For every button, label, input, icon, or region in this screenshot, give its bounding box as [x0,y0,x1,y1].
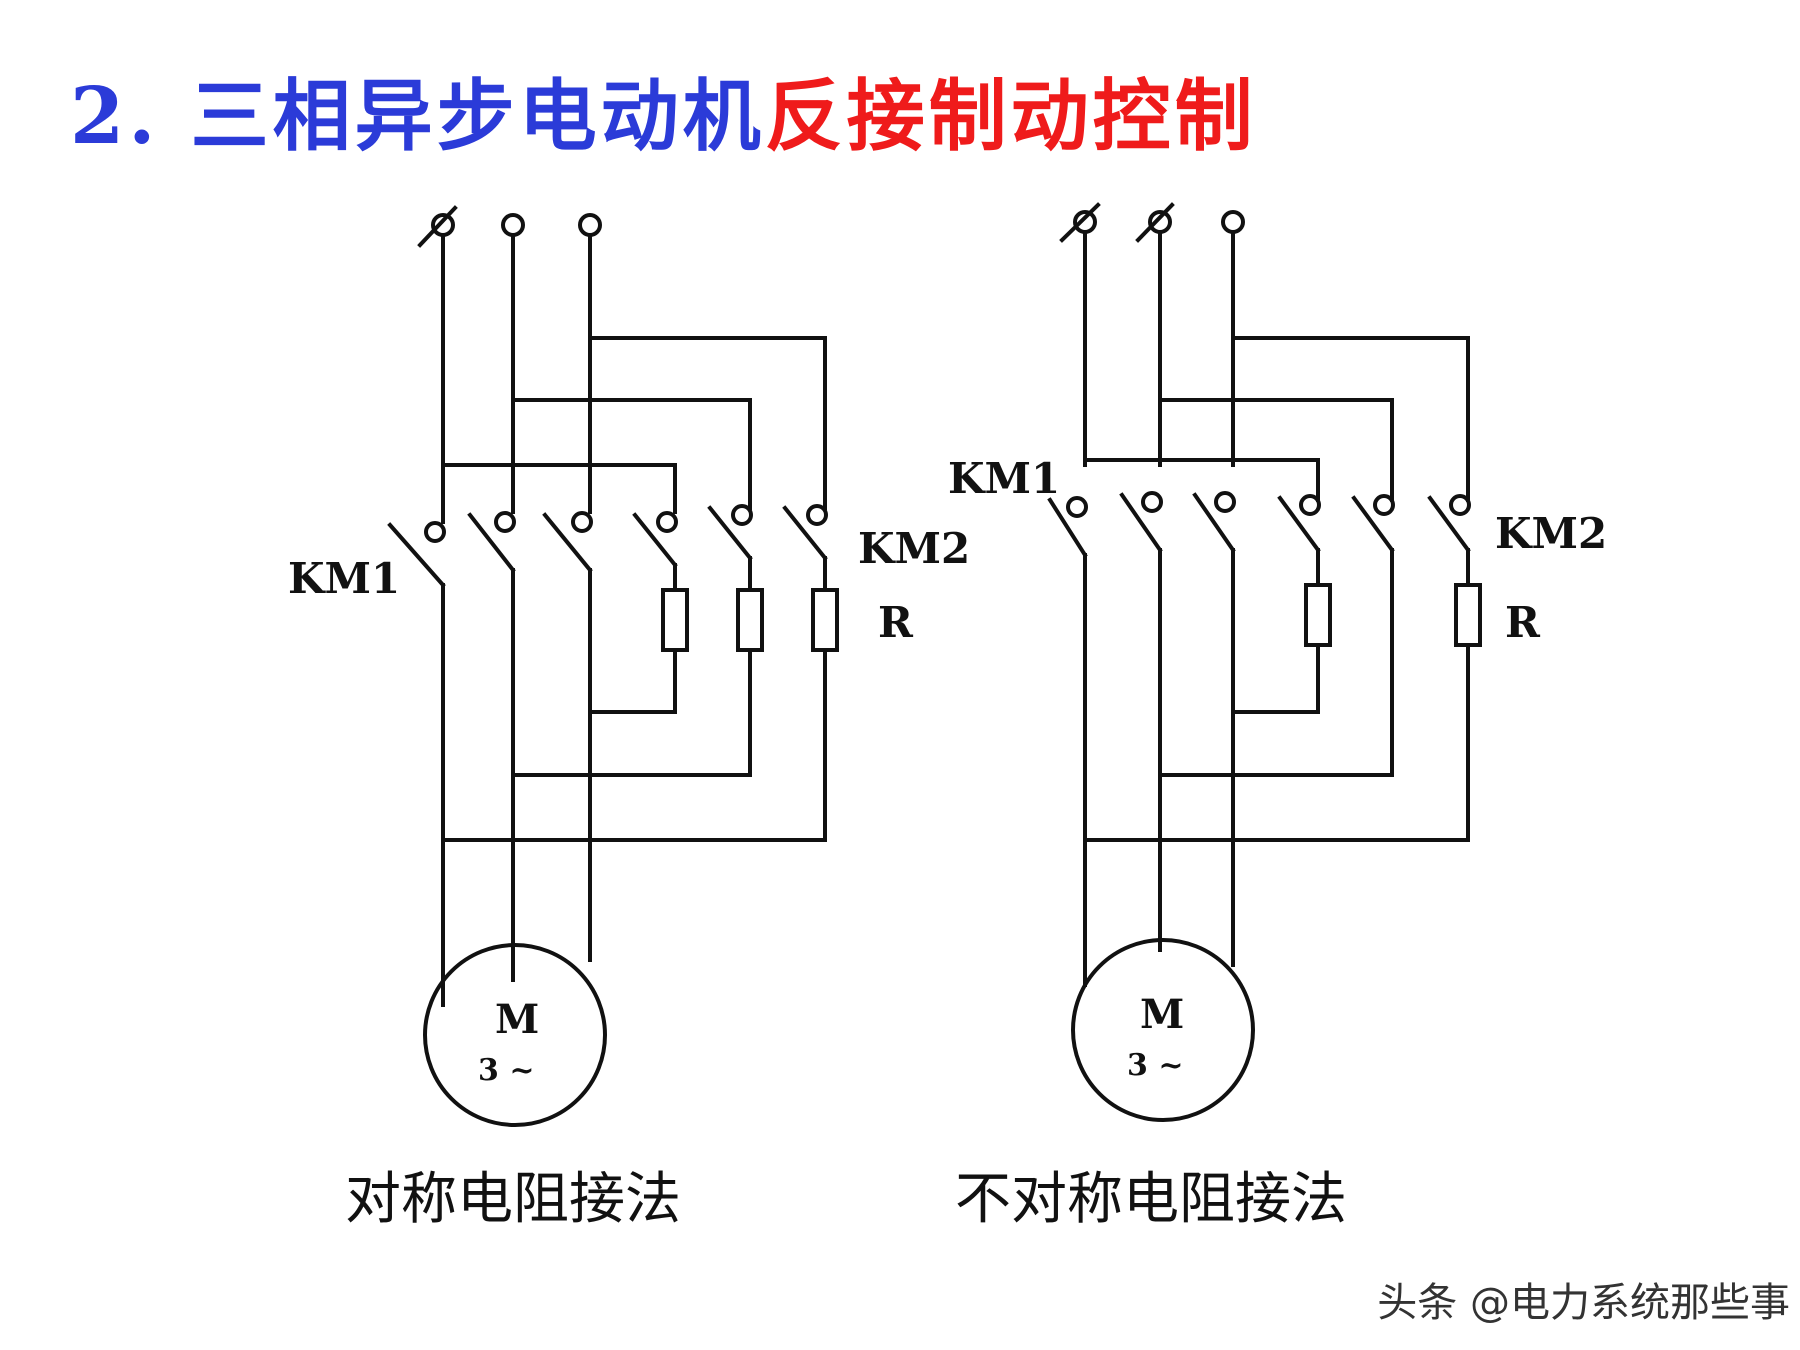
left-caption: 对称电阻接法 [345,1167,681,1232]
right-phase-lines [1083,230,1235,467]
right-motor-label: M [1140,991,1184,1038]
right-supply-terminals [1059,202,1245,243]
left-km2-contacts [632,503,828,568]
right-diagram [1047,202,1482,1122]
title-prefix: 2. 三相异步电动机 [70,71,765,162]
right-return-buses [1083,710,1470,842]
left-motor-label: M [495,996,539,1043]
left-motor-leads [441,973,515,1007]
right-resistors [1304,548,1482,842]
left-km1-label: KM1 [288,554,400,603]
right-motor-phase: 3 ~ [1127,1048,1183,1083]
left-motor-circle [423,943,607,1127]
right-km1-label: KM1 [948,454,1060,503]
left-km2-label: KM2 [858,524,970,573]
left-buses [441,336,827,510]
left-resistor-label: R [878,598,914,647]
left-return-buses [441,710,827,842]
left-resistors [661,556,839,842]
right-km1-contacts [1047,491,1236,987]
left-motor-phase: 3 ~ [478,1053,534,1088]
watermark: 头条 @电力系统那些事 [1377,1280,1790,1326]
left-phase-lines [441,233,592,472]
page-title: 2. 三相异步电动机反接制动控制 [70,78,1257,156]
right-caption: 不对称电阻接法 [955,1167,1347,1232]
left-diagram [387,205,839,1127]
right-resistor-label: R [1505,598,1541,647]
right-km2-label: KM2 [1495,509,1607,558]
left-supply-terminals [417,205,602,248]
right-motor-circle [1071,938,1255,1122]
title-highlight: 反接制动控制 [764,71,1257,162]
right-buses [1083,336,1470,502]
left-km1-contacts [387,463,593,1007]
right-km2-contacts [1277,494,1471,553]
